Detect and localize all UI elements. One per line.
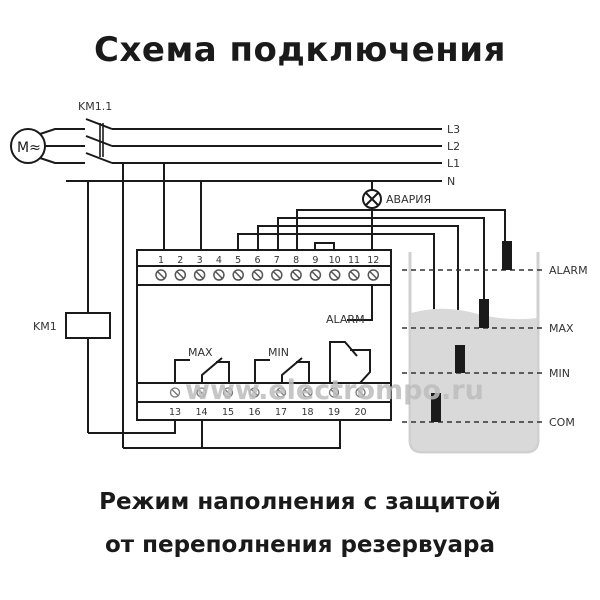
lamp-label: АВАРИЯ [386,193,431,206]
max-contact-label: MAX [188,346,213,359]
min-contact-label: MIN [268,346,289,359]
electrode-min [455,345,465,373]
terminal-number: 15 [222,407,234,418]
line-label-l3: L3 [447,123,460,136]
screw-icon [275,387,287,398]
electrode-alarm [502,241,512,270]
page-title: Схема подключения [94,30,506,70]
tank [408,252,540,454]
screw-icon [155,269,167,281]
terminal-number: 13 [169,407,181,418]
terminal-number: 17 [275,407,287,418]
screw-icon [249,387,260,398]
level-label-min: MIN [549,367,570,380]
screw-icon [213,269,225,281]
terminal-number: 1 [158,255,164,266]
terminal-number: 19 [328,407,340,418]
line-label-n: N [447,175,455,188]
coil-km1 [65,312,111,339]
screw-icon [251,269,264,281]
tank-water [411,308,537,451]
screw-icon [222,387,234,398]
screw-icon [174,269,187,281]
screw-icon [328,387,340,398]
motor-symbol: M≈ [17,140,41,156]
terminal-number: 18 [301,407,313,418]
contact-l3 [85,118,113,130]
terminal-number: 12 [367,255,379,266]
electrode-com [431,393,441,422]
level-label-max: MAX [549,322,574,335]
terminal-number: 3 [197,255,203,266]
screw-icon [271,269,283,281]
level-label-com: COM [549,416,575,429]
terminal-number: 11 [348,255,360,266]
level-label-alarm: ALARM [549,264,588,277]
top-terminal-screws [155,269,380,281]
terminal-number: 8 [293,255,299,266]
screw-icon [169,387,181,398]
contact-l2 [85,135,113,147]
bottom-terminal-screws [169,387,366,398]
terminal-number: 20 [354,407,366,418]
screw-icon [193,269,206,281]
coil-label: KM1 [33,320,57,333]
terminal-number: 6 [254,255,260,266]
screw-icon [328,269,341,281]
terminal-number: 5 [235,255,241,266]
terminal-number: 7 [274,255,280,266]
terminal-number: 16 [248,407,260,418]
watermark: www.electrompo.ru [185,375,484,406]
screw-icon [196,387,207,398]
caption-line-1: Режим наполнения с защитой [99,489,501,515]
screw-icon [355,387,366,398]
terminal-number: 14 [195,407,207,418]
terminal-number: 9 [312,255,318,266]
screw-icon [309,269,322,281]
screw-icon [232,269,244,281]
line-label-l2: L2 [447,140,460,153]
alarm-contact-label: ALARM [326,313,365,326]
contact-l1 [85,152,113,164]
screw-icon [302,387,313,398]
screw-icon [348,269,360,281]
screw-icon [367,269,380,281]
terminal-number: 10 [329,255,341,266]
terminal-number: 2 [177,255,183,266]
screw-icon [290,269,302,281]
contactor-label: KM1.1 [78,100,112,113]
line-label-l1: L1 [447,157,460,170]
caption-line-2: от переполнения резервуара [104,532,496,558]
electrode-max [479,299,489,328]
terminal-number: 4 [216,255,222,266]
